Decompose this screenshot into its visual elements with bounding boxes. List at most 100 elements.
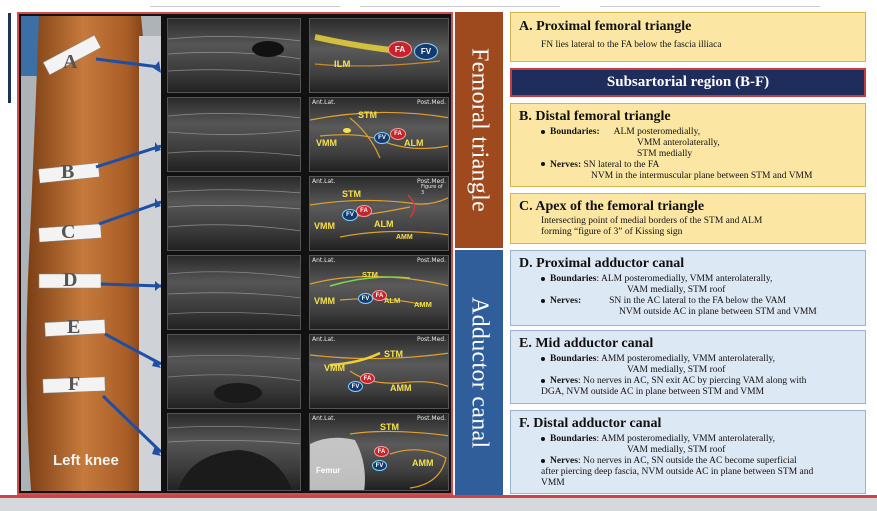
annotated-image-f: Ant.Lat. Post.Med. STM AMM Femur FA FV bbox=[309, 413, 449, 491]
vessel-fv-b: FV bbox=[374, 132, 390, 144]
us-image-c bbox=[167, 176, 301, 251]
vessel-fa-c: FA bbox=[356, 205, 372, 217]
us-texture-a bbox=[168, 36, 300, 76]
box-f-boundaries-label: Boundaries bbox=[550, 434, 597, 445]
vessel-fa-e: FA bbox=[360, 373, 375, 384]
annotation-overlay-f bbox=[310, 430, 448, 490]
label-stm-f: STM bbox=[380, 422, 399, 432]
box-b-boundary-3: STM medially bbox=[637, 149, 693, 160]
us-image-d bbox=[167, 255, 301, 330]
orient-left-d: Ant.Lat. bbox=[312, 257, 336, 264]
leg-photo: A B C D E F Left knee bbox=[21, 16, 161, 491]
box-d-boundaries-label: Boundaries bbox=[550, 274, 597, 285]
box-c-line-2: forming “figure of 3” of Kissing sign bbox=[541, 227, 683, 238]
box-f-nerve-3: VMM bbox=[541, 478, 565, 489]
vessel-fv-f: FV bbox=[372, 460, 387, 471]
orient-right-b: Post.Med. bbox=[416, 99, 446, 106]
us-texture-d bbox=[168, 271, 300, 317]
top-rule-right bbox=[600, 6, 820, 7]
label-amm-c: AMM bbox=[396, 234, 413, 241]
box-e-boundary-1: : AMM posteromedially, VMM anterolateral… bbox=[596, 354, 776, 365]
box-d-title: D. Proximal adductor canal bbox=[519, 256, 685, 271]
femoral-triangle-label: Femoral triangle bbox=[466, 47, 493, 213]
box-c-line-1: Intersecting point of medial borders of … bbox=[541, 216, 763, 227]
us-texture-f bbox=[168, 426, 300, 490]
box-b-boundary-1: ALM posteromedially, bbox=[613, 127, 701, 138]
subsartorial-banner: Subsartorial region (B-F) bbox=[510, 68, 866, 97]
us-texture-b bbox=[168, 113, 300, 157]
box-b-boundaries-label: Boundaries: bbox=[550, 127, 600, 138]
us-image-e bbox=[167, 334, 301, 409]
box-f-nerves-label: Nerves bbox=[550, 456, 578, 467]
label-vmm-b: VMM bbox=[316, 138, 337, 148]
orient-right-d: Post.Med. bbox=[416, 257, 446, 264]
image-panel: A B C D E F Left knee ILM FA FV Ant.Lat.… bbox=[17, 12, 453, 495]
label-amm-f: AMM bbox=[412, 458, 434, 468]
vessel-fa-b: FA bbox=[390, 128, 406, 140]
us-texture-c bbox=[168, 189, 300, 232]
top-rule-left bbox=[150, 6, 340, 7]
label-figure-of-3: Figure of 3 bbox=[421, 184, 443, 196]
box-b-nerve-2: NVM in the intermuscular plane between S… bbox=[591, 171, 813, 182]
box-c-title: C. Apex of the femoral triangle bbox=[519, 199, 705, 214]
annotated-image-b: Ant.Lat. Post.Med. STM VMM ALM FA FV bbox=[309, 97, 449, 172]
box-e-nerve-1: : No nerves in AC, SN exit AC by piercin… bbox=[577, 376, 807, 387]
label-stm-e: STM bbox=[384, 349, 403, 359]
label-stm-b: STM bbox=[358, 110, 377, 120]
orient-right-f: Post.Med. bbox=[416, 415, 446, 422]
us-image-a bbox=[167, 18, 301, 93]
bottom-bar bbox=[0, 495, 877, 511]
left-accent-bar bbox=[8, 13, 11, 103]
leg-label-e: E bbox=[67, 316, 81, 338]
leg-illustration bbox=[21, 16, 161, 491]
orient-left-e: Ant.Lat. bbox=[312, 336, 336, 343]
box-b-nerves-label: Nerves: bbox=[550, 160, 582, 171]
us-image-f bbox=[167, 413, 301, 491]
box-d-nerves-label: Nerves: bbox=[550, 296, 582, 307]
label-alm-d: ALM bbox=[384, 296, 401, 305]
annotated-image-e: Ant.Lat. Post.Med. STM VMM AMM FA FV bbox=[309, 334, 449, 409]
box-e-nerves-label: Nerves bbox=[550, 376, 578, 387]
label-amm-d: AMM bbox=[414, 300, 432, 309]
us-image-b bbox=[167, 97, 301, 172]
box-c: C. Apex of the femoral triangle Intersec… bbox=[510, 193, 866, 244]
box-e-boundary-2: VAM medially, STM roof bbox=[627, 365, 726, 376]
label-femur: Femur bbox=[316, 466, 341, 475]
box-d-boundary-1: : ALM posteromedially, VMM anterolateral… bbox=[596, 274, 773, 285]
box-f: F. Distal adductor canal Boundaries: AMM… bbox=[510, 410, 866, 494]
box-e: E. Mid adductor canal Boundaries: AMM po… bbox=[510, 330, 866, 404]
us-texture-e bbox=[168, 355, 300, 403]
vessel-fv-e: FV bbox=[348, 381, 363, 392]
leg-caption: Left knee bbox=[53, 452, 119, 469]
label-alm-b: ALM bbox=[404, 138, 424, 148]
label-alm-c: ALM bbox=[374, 219, 394, 229]
box-d-nerve-2: NVM outside AC in plane between STM and … bbox=[619, 307, 817, 318]
box-b-boundary-2: VMM anterolaterally, bbox=[637, 138, 720, 149]
box-e-title: E. Mid adductor canal bbox=[519, 336, 654, 351]
leg-label-d: D bbox=[63, 269, 78, 291]
box-d-nerve-1: SN in the AC lateral to the FA below the… bbox=[609, 296, 786, 307]
vessel-fv-d: FV bbox=[358, 293, 373, 304]
leg-label-c: C bbox=[61, 221, 76, 243]
label-vmm-e: VMM bbox=[324, 363, 345, 373]
adductor-canal-label: Adductor canal bbox=[466, 296, 493, 449]
vessel-fa-d: FA bbox=[372, 290, 387, 301]
vessel-fa-a: FA bbox=[388, 41, 412, 58]
orient-right-e: Post.Med. bbox=[416, 336, 446, 343]
label-ilm: ILM bbox=[334, 59, 351, 70]
box-d-boundary-2: VAM medially, STM roof bbox=[627, 285, 726, 296]
annotated-image-d: Ant.Lat. Post.Med. STM VMM ALM AMM FA FV bbox=[309, 255, 449, 330]
label-vmm-c: VMM bbox=[314, 221, 335, 231]
box-f-nerve-2: after piercing deep fascia, NVM outside … bbox=[541, 467, 814, 478]
leg-label-a: A bbox=[63, 51, 78, 73]
box-f-title: F. Distal adductor canal bbox=[519, 416, 662, 431]
vessel-fv-a: FV bbox=[414, 43, 438, 60]
vessel-fv-c: FV bbox=[342, 209, 358, 221]
adductor-canal-bar: Adductor canal bbox=[455, 250, 503, 495]
top-rule-center bbox=[360, 6, 560, 7]
label-amm-e: AMM bbox=[390, 383, 412, 393]
annotated-image-a: ILM FA FV bbox=[309, 18, 449, 93]
label-vmm-d: VMM bbox=[314, 296, 335, 306]
box-b-nerve-1: SN lateral to the FA bbox=[583, 160, 660, 171]
